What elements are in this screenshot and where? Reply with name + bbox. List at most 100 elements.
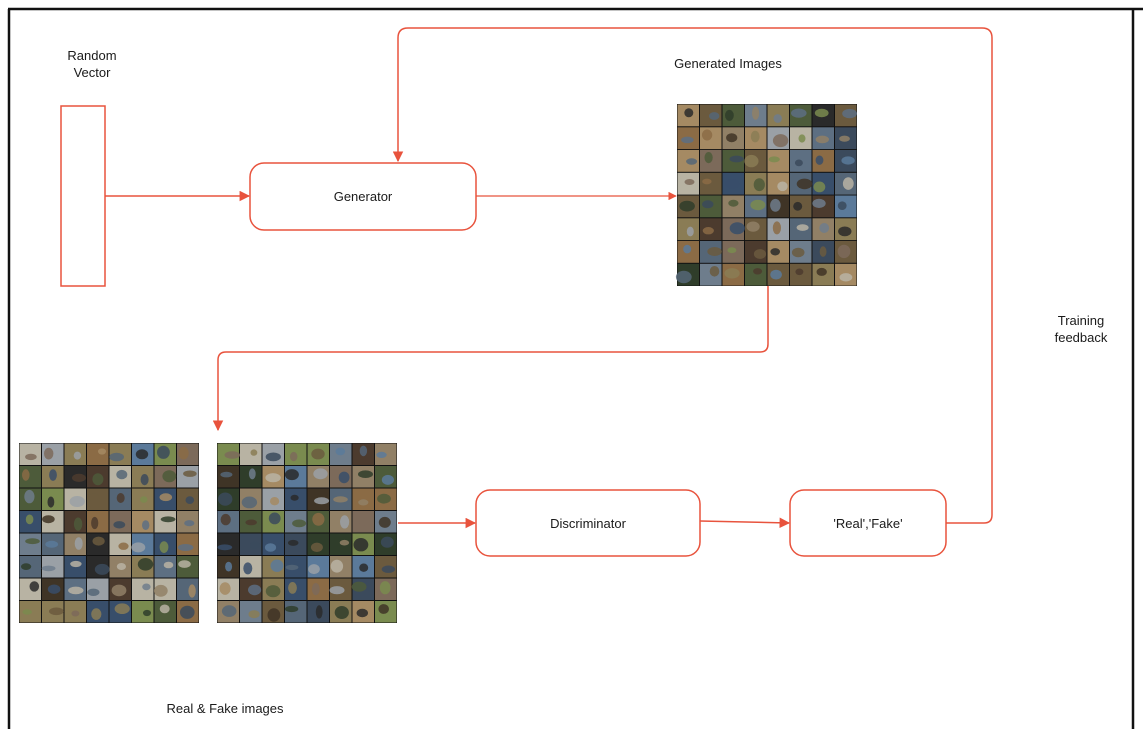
image-tile-subject bbox=[265, 452, 281, 462]
image-tile-subject bbox=[285, 564, 299, 571]
image-tile-subject bbox=[224, 451, 241, 459]
image-tile-subject bbox=[42, 515, 55, 524]
image-tile-subject bbox=[44, 447, 54, 460]
image-tile-subject bbox=[225, 561, 233, 572]
image-tile-subject bbox=[159, 604, 170, 614]
image-tile-subject bbox=[359, 445, 368, 457]
image-tile-subject bbox=[25, 453, 37, 461]
image-tile-subject bbox=[94, 563, 110, 575]
image-tile-subject bbox=[25, 514, 34, 525]
image-tile-subject bbox=[729, 222, 745, 235]
image-tile-subject bbox=[701, 129, 713, 141]
image-tile-subject bbox=[188, 584, 196, 598]
generated-images-label: Generated Images bbox=[674, 56, 782, 71]
image-tile-subject bbox=[131, 542, 146, 553]
generator-label: Generator bbox=[333, 189, 393, 204]
image-tile-subject bbox=[153, 584, 168, 597]
image-tile-subject bbox=[683, 244, 692, 254]
image-tile-subject bbox=[264, 543, 277, 552]
image-tile bbox=[132, 511, 154, 533]
image-tile-subject bbox=[359, 563, 369, 572]
image-tile-subject bbox=[333, 496, 348, 503]
image-tile-subject bbox=[284, 605, 299, 613]
image-tile-subject bbox=[744, 154, 759, 168]
image-tile-subject bbox=[47, 584, 61, 594]
image-tile-subject bbox=[72, 473, 86, 482]
image-tile-subject bbox=[686, 226, 694, 237]
image-tile-subject bbox=[219, 582, 231, 595]
image-tile-subject bbox=[143, 609, 151, 617]
image-tile-subject bbox=[248, 584, 262, 596]
image-tile-subject bbox=[270, 559, 284, 572]
image-tile-subject bbox=[49, 607, 64, 616]
image-tile-subject bbox=[798, 134, 806, 143]
image-tile-subject bbox=[702, 178, 712, 185]
image-tile-subject bbox=[69, 496, 85, 507]
image-tile bbox=[132, 601, 154, 623]
image-tile-subject bbox=[184, 520, 195, 527]
generated-images-grid bbox=[675, 104, 857, 286]
training-feedback-label: Training feedback bbox=[1054, 313, 1108, 345]
image-tile-subject bbox=[22, 609, 32, 615]
image-tile-subject bbox=[750, 199, 766, 211]
image-tile-subject bbox=[140, 474, 149, 486]
image-tile-subject bbox=[73, 451, 82, 460]
image-tile bbox=[700, 263, 722, 286]
image-tile-subject bbox=[21, 563, 32, 570]
image-tile-subject bbox=[770, 248, 780, 256]
image-tile-subject bbox=[87, 588, 100, 596]
image-tile-subject bbox=[795, 268, 804, 276]
image-tile-subject bbox=[292, 519, 307, 528]
image-tile-subject bbox=[157, 445, 170, 459]
image-tile-subject bbox=[752, 106, 760, 120]
image-tile-subject bbox=[41, 565, 56, 572]
image-tile-subject bbox=[221, 605, 237, 617]
image-tile-subject bbox=[686, 158, 698, 165]
image-tile-subject bbox=[68, 586, 84, 595]
image-tile-subject bbox=[24, 489, 35, 504]
image-tile-subject bbox=[753, 178, 765, 192]
image-tile-subject bbox=[353, 538, 369, 552]
image-tile-subject bbox=[243, 562, 253, 575]
image-tile-subject bbox=[812, 198, 826, 208]
image-tile-subject bbox=[109, 452, 124, 462]
image-tile-subject bbox=[162, 470, 177, 483]
image-tile-subject bbox=[177, 544, 194, 551]
fake-images-grid bbox=[217, 443, 397, 623]
image-tile-subject bbox=[724, 268, 740, 279]
image-tile-subject bbox=[91, 608, 102, 620]
image-tile-subject bbox=[74, 537, 83, 550]
discriminator-label: Discriminator bbox=[550, 516, 626, 531]
image-tile-subject bbox=[725, 109, 734, 121]
image-tile-subject bbox=[245, 519, 257, 526]
image-tile-subject bbox=[116, 469, 128, 480]
image-tile-subject bbox=[684, 108, 694, 118]
image-tile bbox=[177, 466, 199, 488]
image-tile-subject bbox=[140, 496, 148, 503]
image-tile-subject bbox=[813, 181, 826, 193]
image-tile-subject bbox=[684, 179, 695, 185]
image-tile-subject bbox=[334, 606, 349, 619]
real-fake-output-label: 'Real','Fake' bbox=[833, 516, 903, 531]
image-tile-subject bbox=[98, 448, 106, 455]
image-tile-subject bbox=[791, 247, 805, 258]
image-tile-subject bbox=[839, 273, 853, 282]
image-tile-subject bbox=[727, 247, 737, 254]
image-tile-subject bbox=[111, 584, 127, 597]
image-tile-subject bbox=[311, 448, 325, 460]
image-tile-subject bbox=[675, 270, 692, 284]
image-tile-subject bbox=[163, 561, 174, 569]
arrow-images-to-real-fake bbox=[212, 286, 769, 432]
image-tile-subject bbox=[378, 516, 391, 528]
image-tile bbox=[352, 488, 374, 510]
image-tile-subject bbox=[118, 542, 129, 550]
image-tile-subject bbox=[728, 199, 739, 207]
image-tile-subject bbox=[339, 539, 350, 546]
image-tile-subject bbox=[819, 223, 830, 233]
image-tile-subject bbox=[753, 249, 767, 259]
image-tile-subject bbox=[116, 563, 126, 570]
image-tile-subject bbox=[87, 493, 100, 501]
image-tile-subject bbox=[114, 603, 130, 614]
image-tile-subject bbox=[815, 155, 824, 165]
image-tile-subject bbox=[217, 544, 233, 551]
